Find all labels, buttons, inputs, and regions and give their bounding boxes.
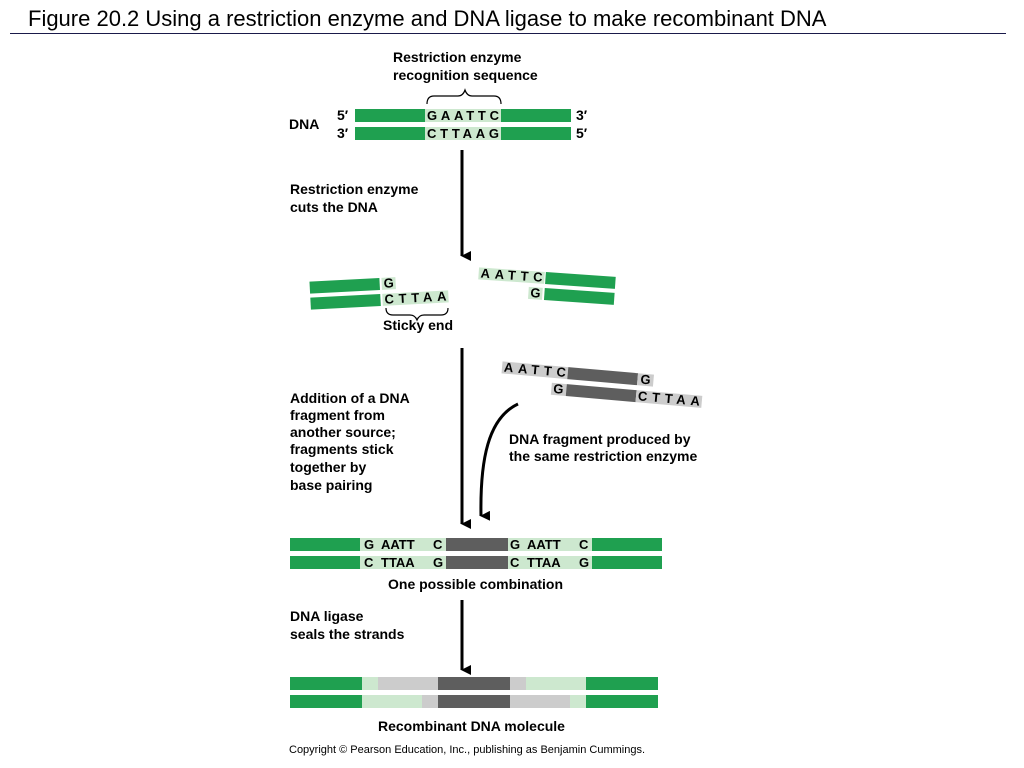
step2-label-line3: another source; bbox=[290, 424, 396, 440]
comb-bottom-seq-1: C bbox=[364, 555, 374, 570]
step2-label-line1: Addition of a DNA bbox=[290, 390, 410, 406]
step1-label-line2: cuts the DNA bbox=[290, 199, 378, 215]
comb-top-seq-4: G bbox=[510, 537, 520, 552]
comb-bottom-host-right bbox=[592, 556, 662, 569]
recognition-label-line1: Restriction enzyme bbox=[393, 49, 522, 65]
foreign-top-right-seq: G bbox=[640, 372, 651, 388]
comb-bottom-seq-5: TTAA bbox=[527, 555, 561, 570]
comb-bottom-site-left bbox=[360, 556, 446, 569]
comb-top-site-right bbox=[508, 538, 592, 551]
dna-bottom-strand-right bbox=[501, 127, 571, 140]
cut-right-bottom-seq: G bbox=[530, 285, 541, 301]
cut-right-top-seq: AATTC bbox=[480, 266, 544, 285]
sticky-end-brace bbox=[385, 307, 449, 322]
step2-label-line2: fragment from bbox=[290, 407, 385, 423]
fragment-caption-line1: DNA fragment produced by bbox=[509, 431, 691, 447]
cut-fragment-right: AATTC G bbox=[478, 266, 616, 305]
comb-bottom-site-right bbox=[508, 556, 592, 569]
comb-bottom-foreign bbox=[446, 556, 508, 569]
foreign-top-left-seq: AATTC bbox=[503, 360, 567, 380]
comb-top-host-right bbox=[592, 538, 662, 551]
dna-bottom-strand-left bbox=[355, 127, 425, 140]
title-rule bbox=[10, 33, 1006, 34]
foreign-fragment: AATTC G G CTTAA bbox=[501, 360, 703, 409]
comb-bottom-seq-4: C bbox=[510, 555, 520, 570]
comb-bottom-host-left bbox=[290, 556, 360, 569]
recombinant-caption: Recombinant DNA molecule bbox=[378, 718, 565, 734]
comb-top-seq-6: C bbox=[579, 537, 589, 552]
comb-top-seq-3: C bbox=[433, 537, 443, 552]
bottom-sequence: CTTAAG bbox=[427, 126, 499, 141]
sticky-end-label: Sticky end bbox=[383, 317, 453, 333]
arrow-fragment bbox=[479, 402, 519, 521]
end-5prime-left: 5′ bbox=[337, 107, 349, 123]
comb-top-host-left bbox=[290, 538, 360, 551]
figure-title: Figure 20.2 Using a restriction enzyme a… bbox=[28, 6, 827, 31]
recognition-site-top bbox=[425, 109, 501, 122]
dna-top-strand-left bbox=[355, 109, 425, 122]
fragment-caption-line2: the same restriction enzyme bbox=[509, 448, 698, 464]
foreign-bottom-left-seq: G bbox=[553, 381, 564, 397]
comb-top-seq-5: AATT bbox=[527, 537, 561, 552]
recombinant-molecule bbox=[290, 677, 658, 708]
dna-top-strand-right bbox=[501, 109, 571, 122]
cut-left-bottom-seq: CTTAA bbox=[384, 289, 447, 307]
copyright: Copyright © Pearson Education, Inc., pub… bbox=[289, 744, 645, 756]
comb-top-seq-2: AATT bbox=[381, 537, 415, 552]
comb-top-site-left bbox=[360, 538, 446, 551]
comb-bottom-seq-2: TTAA bbox=[381, 555, 415, 570]
recognition-site-bottom bbox=[425, 127, 501, 140]
step2-label-line6: base pairing bbox=[290, 477, 372, 493]
end-5prime-right: 5′ bbox=[576, 125, 588, 141]
foreign-bottom-right-seq: CTTAA bbox=[637, 388, 701, 408]
comb-top-foreign bbox=[446, 538, 508, 551]
recognition-brace bbox=[426, 88, 502, 105]
comb-bottom-seq-6: G bbox=[579, 555, 589, 570]
cut-fragment-left: G CTTAA bbox=[309, 275, 449, 310]
end-3prime-left: 3′ bbox=[337, 125, 349, 141]
step2-label-line4: fragments stick bbox=[290, 441, 394, 457]
comb-top-seq-1: G bbox=[364, 537, 374, 552]
end-3prime-right: 3′ bbox=[576, 107, 588, 123]
step1-label-line1: Restriction enzyme bbox=[290, 181, 419, 197]
step3-label-line2: seals the strands bbox=[290, 626, 405, 642]
step3-label-line1: DNA ligase bbox=[290, 608, 364, 624]
recognition-label-line2: recognition sequence bbox=[393, 67, 538, 83]
comb-bottom-seq-3: G bbox=[433, 555, 443, 570]
dna-label: DNA bbox=[289, 116, 319, 132]
combination-caption: One possible combination bbox=[388, 576, 563, 592]
cut-left-top-seq: G bbox=[383, 275, 394, 291]
step2-label-line5: together by bbox=[290, 459, 366, 475]
